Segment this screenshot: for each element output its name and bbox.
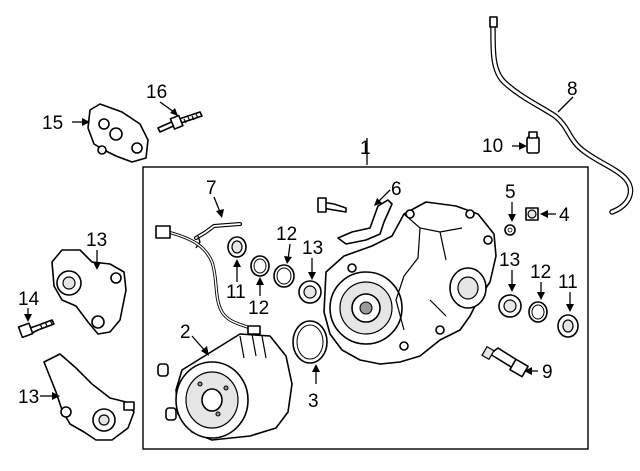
coupling-unit-2-part — [155, 225, 293, 441]
bracket-16-part — [43, 353, 135, 441]
callout-19: 16 — [146, 82, 167, 103]
leader-8 — [557, 96, 574, 113]
seal-11-right-part — [557, 314, 579, 338]
callout-15: 13 — [86, 230, 107, 251]
bracket-6-part — [317, 197, 393, 245]
callout-9: 9 — [542, 362, 553, 383]
seal-11-left-part — [227, 236, 247, 258]
callout-10: 10 — [482, 136, 503, 157]
bolt-19-part — [157, 111, 203, 133]
bracket-18-part — [87, 103, 149, 163]
washer-5-part — [504, 224, 516, 236]
assembly-frame — [142, 166, 589, 450]
vent-tube-part — [489, 16, 634, 215]
sensor-9-part — [481, 345, 529, 378]
callout-11-left: 11 — [226, 282, 246, 303]
callout-17: 14 — [18, 289, 40, 310]
callout-16: 13 — [18, 387, 39, 408]
callout-2: 2 — [180, 322, 191, 343]
callout-18: 15 — [42, 113, 63, 134]
mount-bracket-15-part — [51, 249, 127, 335]
gasket-3-part — [292, 320, 328, 364]
callout-12-left: 12 — [276, 224, 297, 245]
callout-13-left: 13 — [302, 238, 323, 259]
callout-1: 1 — [360, 138, 371, 159]
callout-6: 6 — [391, 179, 402, 200]
callout-8: 8 — [567, 79, 578, 100]
callout-12-right: 12 — [530, 262, 551, 283]
callout-14: 12 — [248, 298, 269, 319]
callout-11-right: 11 — [558, 272, 578, 293]
plug-4-part — [525, 207, 539, 221]
vent-fitting-part — [526, 131, 540, 154]
bearing-13-right-part — [498, 294, 522, 318]
callout-7: 7 — [206, 178, 217, 199]
callout-5: 5 — [505, 182, 516, 203]
bolt-17-part — [17, 319, 55, 339]
differential-housing-part — [323, 201, 497, 365]
bearing-13-left-part — [298, 280, 322, 304]
breather-hose-7-part — [194, 222, 242, 249]
callout-4: 4 — [559, 205, 570, 226]
callout-13-right: 13 — [499, 250, 520, 271]
callout-3: 3 — [308, 391, 319, 412]
